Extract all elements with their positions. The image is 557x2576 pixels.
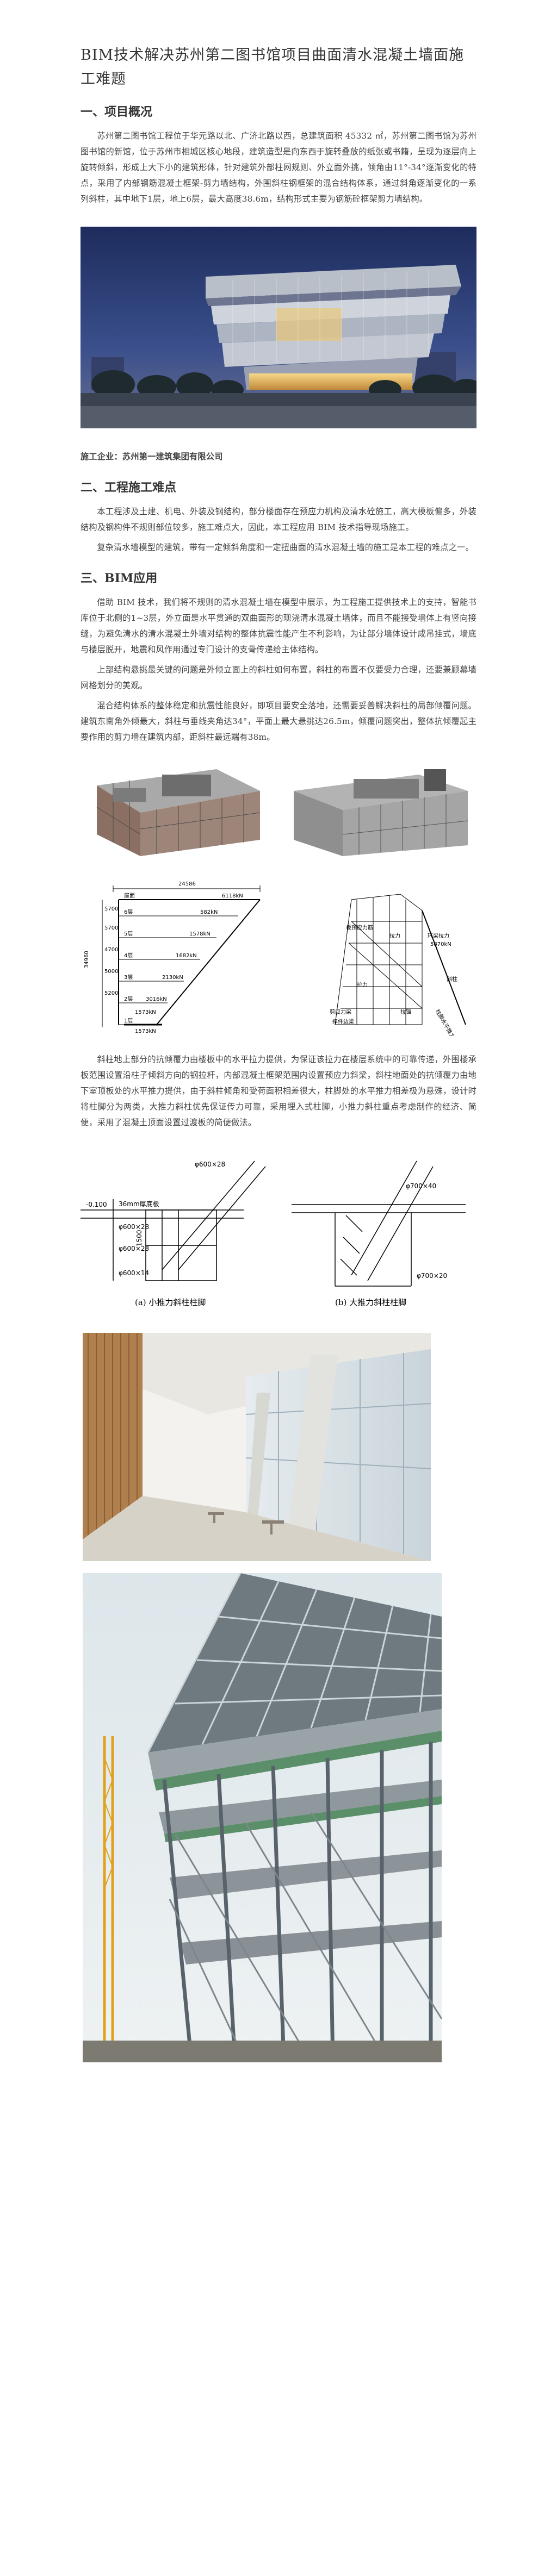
label-ring: 环梁拉力 xyxy=(428,932,449,939)
difficulty-paragraph-1: 本工程涉及土建、机电、外装及钢结构，部分楼面存在预应力机构及清水砼施工，高大模板… xyxy=(81,507,476,532)
label-f4: 4层 xyxy=(124,952,133,959)
dim-h4: 5000 xyxy=(104,969,118,975)
section-heading-bim: 三、BIM应用 xyxy=(81,571,158,585)
pipe-label-r1: φ700×40 xyxy=(406,1182,436,1190)
bim-paragraph-2: 上部结构悬挑最关键的问题是外倾立面上的斜柱如何布置，斜柱的布置不仅要受力合理，还… xyxy=(81,665,476,690)
bim-model-images xyxy=(81,753,476,862)
dim-h1: 5700 xyxy=(104,906,118,912)
label-f3: 3层 xyxy=(124,974,133,981)
bim-model-view-left xyxy=(81,753,274,862)
bim-model-view-right xyxy=(283,753,476,862)
level-label: -0.100 xyxy=(86,1201,107,1208)
force-e: 2130kN xyxy=(162,975,183,981)
dim-h5: 5200 xyxy=(104,990,118,996)
caption-small-thrust: (a) 小推力斜柱柱脚 xyxy=(135,1298,206,1307)
pipe-label-3: φ600×28 xyxy=(119,1245,149,1252)
caption-large-thrust: (b) 大推力斜柱柱脚 xyxy=(335,1298,406,1307)
bim-paragraph-4: 斜柱地上部分的抗倾覆力由楼板中的水平拉力提供，为保证该拉力在楼层系统中的可靠传递… xyxy=(81,1055,476,1127)
pipe-label-2: φ600×28 xyxy=(119,1223,149,1231)
dim-label: 1500 xyxy=(135,1230,143,1246)
label-tension: 拉力 xyxy=(389,932,400,939)
label-tie: 拉锚 xyxy=(400,1008,411,1015)
label-roof: 屋面 xyxy=(124,893,135,899)
interior-corridor-photo xyxy=(83,1333,431,1561)
section-heading-difficulty: 二、工程施工难点 xyxy=(81,481,177,495)
force-c: 1578kN xyxy=(189,931,211,937)
label-f2: 2层 xyxy=(124,996,133,1002)
contractor-line: 施工企业：苏州第一建筑集团有限公司 xyxy=(81,452,223,461)
label-prestress: 板预应力筋 xyxy=(346,924,373,931)
bim-paragraph-1: 借助 BIM 技术，我们将不规则的清水混凝土墙在模型中展示，为工程施工提供技术上… xyxy=(81,597,476,654)
pipe-label-1: φ600×28 xyxy=(195,1161,225,1168)
plan-force-diagram: 板预应力筋 拉力 环梁拉力 5870kN 拉力 斜柱 剪应力梁 拉锚 撑件边梁 … xyxy=(292,878,476,1036)
label-oblique: 斜柱 xyxy=(447,976,457,983)
overview-paragraph: 苏州第二图书馆工程位于华元路以北、广济北路以西，总建筑面积 45332 ㎡，苏州… xyxy=(81,131,476,204)
steel-frame-construction-photo xyxy=(83,1573,442,2062)
difficulty-paragraph-2: 复杂清水墙模型的建筑，带有一定倾斜角度和一定扭曲面的清水混凝土墙的施工是本工程的… xyxy=(97,542,474,552)
structural-diagrams: 24586 34960 5700 5700 4700 5000 5200 屋面 … xyxy=(81,878,476,1036)
article: BIM技术解决苏州第二图书馆项目曲面清水混凝土墙面施工难题 一、项目概况 苏州第… xyxy=(81,0,476,2062)
dim-h2: 5700 xyxy=(104,925,118,931)
dim-left: 34960 xyxy=(84,951,90,968)
pipe-label-4: φ600×14 xyxy=(119,1269,149,1277)
label-f5: 5层 xyxy=(124,931,133,937)
library-exterior-photo xyxy=(81,227,476,428)
large-thrust-column-base: φ700×40 φ700×20 (b) 大推力斜柱柱脚 xyxy=(281,1150,476,1313)
article-title: BIM技术解决苏州第二图书馆项目曲面清水混凝土墙面施工难题 xyxy=(81,47,465,88)
column-base-details: φ600×28 36mm厚底板 -0.100 φ600×28 φ600×28 φ… xyxy=(81,1150,476,1313)
label-frame: 撑件边梁 xyxy=(332,1018,354,1025)
label-f6: 6层 xyxy=(124,909,133,915)
force-b: 582kN xyxy=(200,909,218,915)
section-force-diagram: 24586 34960 5700 5700 4700 5000 5200 屋面 … xyxy=(81,878,276,1036)
slab-label: 36mm厚底板 xyxy=(119,1200,159,1208)
force-f: 3016kN xyxy=(146,996,167,1002)
section-heading-overview: 一、项目概况 xyxy=(81,105,153,119)
small-thrust-column-base: φ600×28 36mm厚底板 -0.100 φ600×28 φ600×28 φ… xyxy=(81,1150,276,1313)
force-h: 1573kN xyxy=(135,1028,156,1034)
pipe-label-r2: φ700×20 xyxy=(417,1272,447,1280)
label-f1: 1层 xyxy=(124,1018,133,1024)
label-beam: 剪应力梁 xyxy=(330,1008,351,1015)
bim-paragraph-3: 混合结构体系的整体稳定和抗震性能良好，即项目要安全落地，还需要妥善解决斜柱的局部… xyxy=(81,701,476,742)
dim-h3: 4700 xyxy=(104,947,118,953)
force-d: 1682kN xyxy=(176,953,197,959)
force-g: 1573kN xyxy=(135,1009,156,1015)
label-force-value: 5870kN xyxy=(430,941,451,947)
label-tension-force: 拉力 xyxy=(357,981,368,988)
force-a: 6118kN xyxy=(222,893,243,899)
dim-top: 24586 xyxy=(178,881,196,887)
